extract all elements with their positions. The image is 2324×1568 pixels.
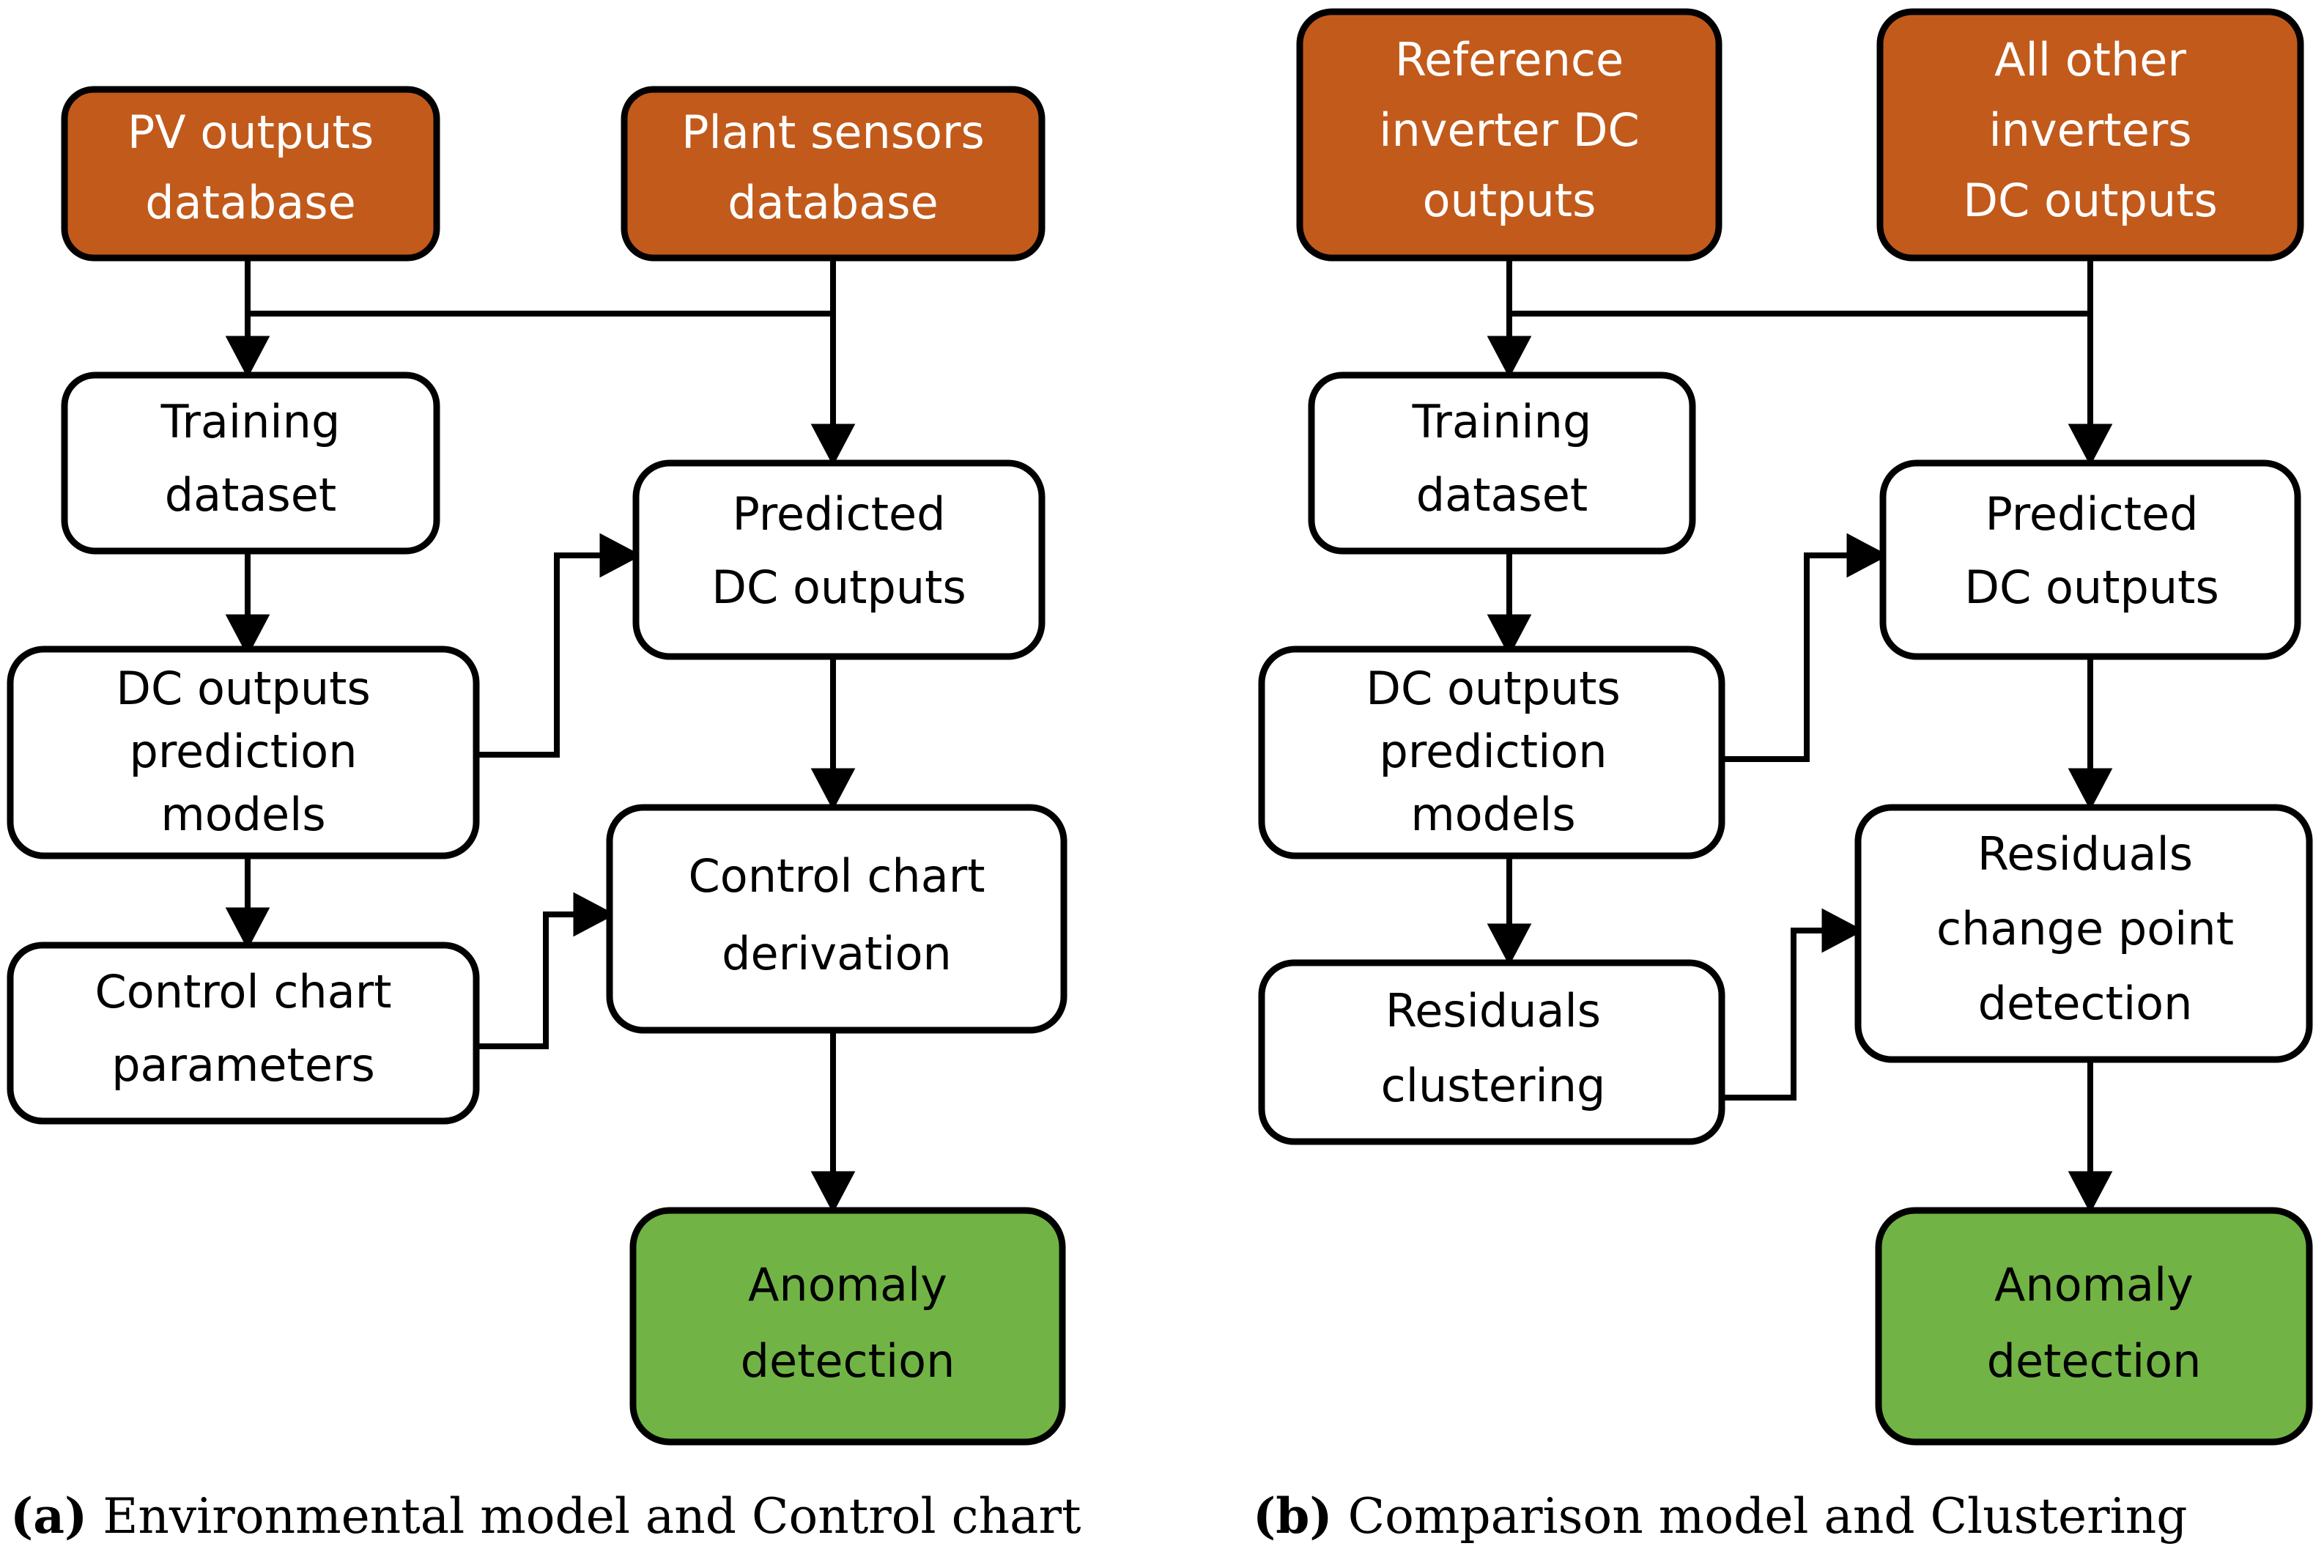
node-plant-sensors-database-line1: Plant sensors (681, 106, 985, 159)
node-pv-outputs-database-line2: database (145, 176, 355, 229)
node-residuals-change-point-detection-shape[interactable] (1854, 804, 2313, 1063)
node-plant-sensors-database-shape[interactable] (621, 86, 1046, 262)
node-training-dataset-a-line2: dataset (165, 468, 336, 522)
node-residuals-change-point-detection-line3: detection (1978, 977, 2193, 1030)
node-dc-outputs-prediction-models-b-shape[interactable] (1258, 646, 1725, 859)
node-predicted-dc-outputs-a-line2: DC outputs (711, 561, 966, 614)
caption-b-letter: (b) (1253, 1487, 1333, 1545)
edge-clustering-to-changepoint (1722, 908, 1865, 1101)
node-control-chart-parameters-line2: parameters (111, 1038, 375, 1092)
node-pv-outputs-database-line1: PV outputs (127, 106, 374, 159)
node-predicted-dc-outputs-a-line1: Predicted (732, 487, 945, 541)
edge-cc-params-to-cc-deriv (476, 892, 616, 1049)
caption-a-letter: (a) (10, 1487, 87, 1545)
node-predicted-dc-outputs-b[interactable]: Predicted DC outputs (1879, 459, 2301, 660)
node-plant-sensors-database[interactable]: Plant sensors database (621, 86, 1046, 262)
node-control-chart-parameters-line1: Control chart (95, 965, 392, 1018)
node-control-chart-parameters[interactable]: Control chart parameters (7, 942, 480, 1125)
node-training-dataset-a[interactable]: Training dataset (61, 371, 440, 555)
node-dc-outputs-prediction-models-a[interactable]: DC outputs prediction models (7, 646, 480, 859)
caption-a-text: Environmental model and Control chart (87, 1488, 1081, 1545)
node-all-other-inverters-dc-outputs-line3: DC outputs (1963, 174, 2218, 227)
caption-b-text: Comparison model and Clustering (1333, 1488, 2188, 1545)
node-anomaly-detection-a-shape[interactable] (629, 1207, 1066, 1446)
node-training-dataset-b[interactable]: Training dataset (1308, 371, 1696, 555)
node-reference-inverter-dc-outputs[interactable]: Reference inverter DC outputs (1296, 8, 1722, 262)
node-all-other-inverters-dc-outputs-shape[interactable] (1876, 8, 2304, 262)
node-predicted-dc-outputs-a-shape[interactable] (632, 459, 1046, 660)
node-residuals-change-point-detection[interactable]: Residuals change point detection (1854, 804, 2313, 1063)
node-reference-inverter-dc-outputs-line3: outputs (1423, 174, 1596, 227)
node-control-chart-parameters-shape[interactable] (7, 942, 480, 1125)
node-residuals-clustering-shape[interactable] (1258, 959, 1725, 1145)
node-all-other-inverters-dc-outputs-line1: All other (1994, 33, 2186, 86)
node-plant-sensors-database-line2: database (728, 176, 938, 229)
node-residuals-change-point-detection-line1: Residuals (1977, 827, 2193, 881)
node-training-dataset-a-line1: Training (160, 395, 341, 448)
node-dc-outputs-prediction-models-a-shape[interactable] (7, 646, 480, 859)
caption-a: (a) Environmental model and Control char… (10, 1487, 1081, 1545)
node-training-dataset-b-line1: Training (1412, 395, 1592, 448)
node-reference-inverter-dc-outputs-line1: Reference (1395, 33, 1624, 86)
node-dc-outputs-prediction-models-b[interactable]: DC outputs prediction models (1258, 646, 1725, 859)
node-control-chart-derivation-line2: derivation (722, 927, 952, 980)
node-anomaly-detection-b-line2: detection (1987, 1334, 2202, 1388)
node-residuals-change-point-detection-line2: change point (1936, 902, 2234, 955)
node-dc-outputs-prediction-models-a-line3: models (160, 788, 325, 841)
node-dc-outputs-prediction-models-a-line2: prediction (129, 725, 357, 778)
node-predicted-dc-outputs-b-shape[interactable] (1879, 459, 2301, 660)
node-anomaly-detection-a-line2: detection (741, 1334, 955, 1388)
node-all-other-inverters-dc-outputs-line2: inverters (1988, 103, 2191, 157)
node-training-dataset-b-line2: dataset (1416, 468, 1588, 522)
node-pv-outputs-database[interactable]: PV outputs database (61, 86, 440, 262)
node-dc-outputs-prediction-models-b-line1: DC outputs (1366, 662, 1621, 715)
node-predicted-dc-outputs-b-line1: Predicted (1985, 487, 2198, 541)
svg-text:(b) Comparison model and Clust: (b) Comparison model and Clustering (1253, 1487, 2188, 1545)
node-training-dataset-b-shape[interactable] (1308, 371, 1696, 555)
node-residuals-clustering[interactable]: Residuals clustering (1258, 959, 1725, 1145)
svg-text:(a) Environmental model and Co: (a) Environmental model and Control char… (10, 1487, 1081, 1545)
node-reference-inverter-dc-outputs-shape[interactable] (1296, 8, 1722, 262)
node-anomaly-detection-b-line1: Anomaly (1994, 1258, 2194, 1312)
panel-b: Reference inverter DC outputs All other … (1253, 8, 2313, 1545)
node-residuals-clustering-line2: clustering (1381, 1059, 1606, 1112)
node-dc-outputs-prediction-models-a-line1: DC outputs (116, 662, 371, 715)
node-training-dataset-a-shape[interactable] (61, 371, 440, 555)
node-dc-outputs-prediction-models-b-line2: prediction (1379, 725, 1607, 778)
node-anomaly-detection-b[interactable]: Anomaly detection (1875, 1207, 2313, 1446)
caption-b: (b) Comparison model and Clustering (1253, 1487, 2188, 1545)
node-anomaly-detection-a[interactable]: Anomaly detection (629, 1207, 1066, 1446)
edge-models-to-predicted-b (1722, 533, 1890, 762)
node-all-other-inverters-dc-outputs[interactable]: All other inverters DC outputs (1876, 8, 2304, 262)
edge-models-to-predicted (476, 533, 643, 758)
node-predicted-dc-outputs-b-line2: DC outputs (1964, 561, 2219, 614)
node-control-chart-derivation-shape[interactable] (606, 804, 1067, 1034)
node-dc-outputs-prediction-models-b-line3: models (1410, 788, 1575, 841)
node-reference-inverter-dc-outputs-line2: inverter DC (1379, 103, 1640, 157)
node-residuals-clustering-line1: Residuals (1385, 984, 1601, 1038)
node-control-chart-derivation[interactable]: Control chart derivation (606, 804, 1067, 1034)
node-control-chart-derivation-line1: Control chart (689, 849, 985, 903)
node-anomaly-detection-a-line1: Anomaly (748, 1258, 947, 1312)
node-predicted-dc-outputs-a[interactable]: Predicted DC outputs (632, 459, 1046, 660)
panel-a: PV outputs database Plant sensors databa… (7, 86, 1081, 1545)
node-pv-outputs-database-shape[interactable] (61, 86, 440, 262)
node-anomaly-detection-b-shape[interactable] (1875, 1207, 2313, 1446)
